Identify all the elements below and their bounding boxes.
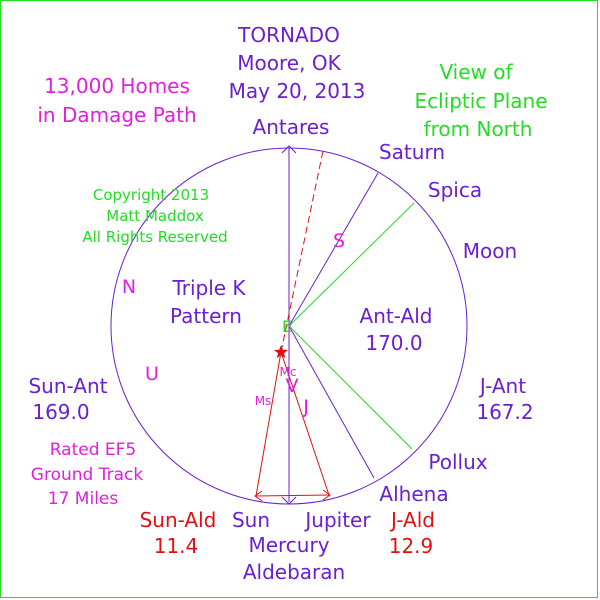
sun-ant-value: 169.0 <box>32 400 89 424</box>
moon-label: Moon <box>463 239 517 263</box>
venus-letter: V <box>286 375 299 397</box>
triple-k-text: Pattern <box>170 304 242 328</box>
mars-letter: Ms <box>255 394 272 408</box>
homes-text: 13,000 Homes <box>44 74 190 98</box>
copyright-text: Matt Maddox <box>106 207 204 225</box>
title-line: May 20, 2013 <box>229 79 366 103</box>
pollux-label: Pollux <box>428 450 487 474</box>
j-ald-value: 12.9 <box>389 534 434 558</box>
j-ant-value: 167.2 <box>476 400 533 424</box>
sun-label: Sun <box>232 508 270 532</box>
alhena-line <box>288 325 375 479</box>
copyright-text: All Rights Reserved <box>82 228 227 246</box>
alhena-label: Alhena <box>379 482 448 506</box>
earth-letter: E <box>282 317 292 336</box>
homes-text: in Damage Path <box>37 103 196 127</box>
sun-jupiter-base <box>255 494 330 497</box>
view-text: Ecliptic Plane <box>414 89 547 113</box>
jupiter-letter: J <box>302 396 309 418</box>
mercury-label: Mercury <box>248 533 329 557</box>
neptune-letter: N <box>122 276 136 298</box>
aldebaran-arrow <box>281 496 297 505</box>
sun-left-arrow <box>254 490 263 502</box>
jupiter-right-arrow <box>322 489 331 501</box>
title-line: Moore, OK <box>237 51 341 75</box>
spica-line <box>288 202 415 327</box>
title-line: TORNADO <box>237 23 340 47</box>
rated-text: Ground Track <box>31 465 144 485</box>
saturn-line <box>288 172 379 327</box>
antares-arrow <box>281 145 297 154</box>
jupiter-red-line <box>280 351 330 496</box>
sun-ant-name: Sun-Ant <box>28 374 107 398</box>
jupiter-label: Jupiter <box>303 508 371 532</box>
ant-ald-name: Ant-Ald <box>360 304 433 328</box>
tornado-star-icon <box>274 345 288 359</box>
rated-text: 17 Miles <box>48 489 119 509</box>
mars-dashed-line <box>280 150 324 353</box>
saturn-letter: S <box>333 230 345 252</box>
copyright-text: Copyright 2013 <box>93 186 209 204</box>
sun-ald-value: 11.4 <box>154 534 199 558</box>
view-text: View of <box>439 60 513 84</box>
sun-red-line <box>255 351 282 497</box>
uranus-letter: U <box>145 363 159 385</box>
triple-k-text: Triple K <box>171 276 246 300</box>
j-ant-name: J-Ant <box>478 374 526 398</box>
spica-label: Spica <box>428 178 482 202</box>
saturn-label: Saturn <box>379 140 445 164</box>
pollux-line <box>288 325 413 450</box>
sun-ald-name: Sun-Ald <box>140 508 217 532</box>
view-text: from North <box>424 117 533 141</box>
rated-text: Rated EF5 <box>50 440 137 460</box>
antares-label: Antares <box>253 115 330 139</box>
mercury-letter: Mc <box>280 365 297 379</box>
j-ald-name: J-Ald <box>389 508 435 532</box>
aldebaran-label: Aldebaran <box>243 560 345 584</box>
ant-ald-value: 170.0 <box>365 331 422 355</box>
